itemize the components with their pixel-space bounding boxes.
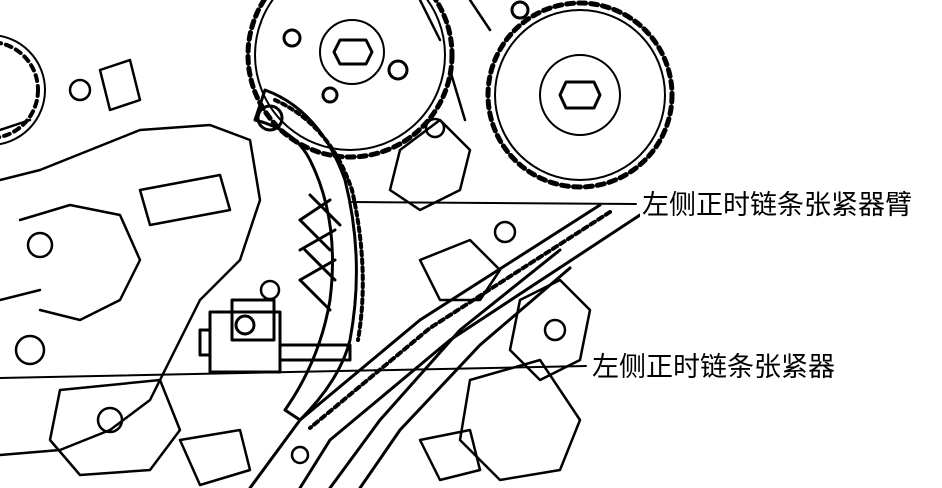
leader-line-tensioner [0,365,587,379]
left-cam-sprocket [0,34,46,146]
engine-block-outline [0,0,592,487]
leader-line-arm [351,201,637,205]
label-tensioner-arm: 左侧正时链条张紧器臂 [640,190,914,221]
timing-chain [248,203,642,488]
tensioner-arm-shape [253,88,365,422]
upper-cam-sprocket [245,0,455,160]
right-cam-sprocket [485,0,675,190]
label-tensioner: 左侧正时链条张紧器 [590,352,837,383]
